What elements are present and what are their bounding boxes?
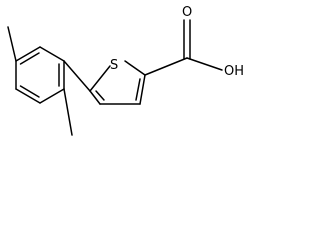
bond-methyl-top bbox=[7, 26, 17, 62]
bond-ring-c4-c5 bbox=[15, 88, 41, 104]
bond-s-c2 bbox=[124, 60, 146, 76]
thiophene-ring bbox=[89, 60, 146, 105]
bond-c2-c3-inner bbox=[135, 78, 141, 101]
bond-ring-carboxyl bbox=[144, 57, 188, 76]
bond-c-oh bbox=[186, 57, 223, 71]
chemical-structure: S O OH bbox=[7, 5, 244, 136]
bond-aryl-thiophene bbox=[63, 60, 91, 92]
bond-ring-c6-c1 bbox=[15, 46, 41, 62]
bond-c4-c5-inner bbox=[95, 90, 105, 101]
bond-ring-inner-1 bbox=[19, 52, 40, 65]
carbonyl-oxygen-label: O bbox=[182, 5, 192, 20]
bond-ring-c1-c2 bbox=[39, 46, 65, 62]
sulfur-label: S bbox=[110, 58, 118, 73]
bond-c5-s bbox=[89, 65, 111, 92]
bond-methyl-bottom bbox=[63, 88, 73, 136]
bond-c4-c5 bbox=[89, 90, 101, 105]
bond-ring-c3-c4 bbox=[39, 88, 65, 104]
hydroxyl-label: OH bbox=[224, 64, 244, 79]
benzene-ring bbox=[15, 46, 65, 104]
bond-ring-inner-3 bbox=[19, 85, 40, 98]
bond-c2-c3 bbox=[139, 74, 146, 105]
